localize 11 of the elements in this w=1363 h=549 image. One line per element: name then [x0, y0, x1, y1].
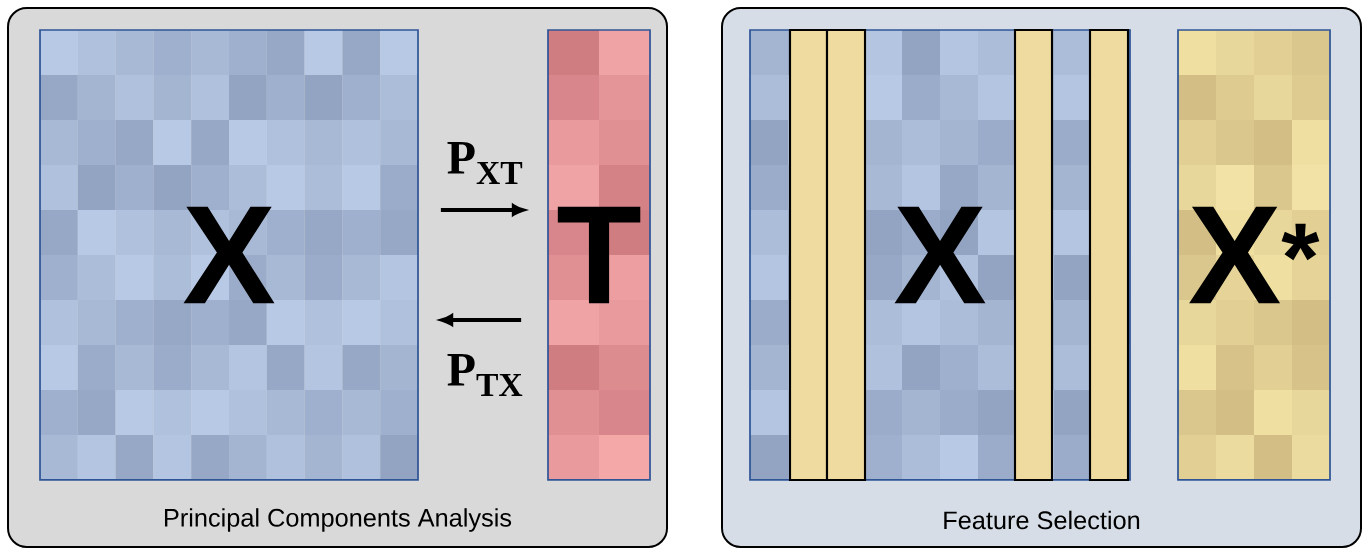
data-matrix: X$^{*}$ [1177, 29, 1331, 481]
panel-caption: Feature Selection [944, 510, 1140, 530]
data-matrix: X [39, 29, 419, 481]
selected-column [1013, 28, 1054, 482]
edge-label: P$_{XT}$ [445, 140, 525, 186]
selected-column [788, 28, 829, 482]
data-matrix: T [547, 29, 651, 481]
selected-column [825, 28, 867, 482]
edge-label: P$_{TX}$ [445, 352, 525, 398]
selected-column [1088, 28, 1130, 482]
panel-caption: Principal Components Analysis [165, 508, 512, 532]
